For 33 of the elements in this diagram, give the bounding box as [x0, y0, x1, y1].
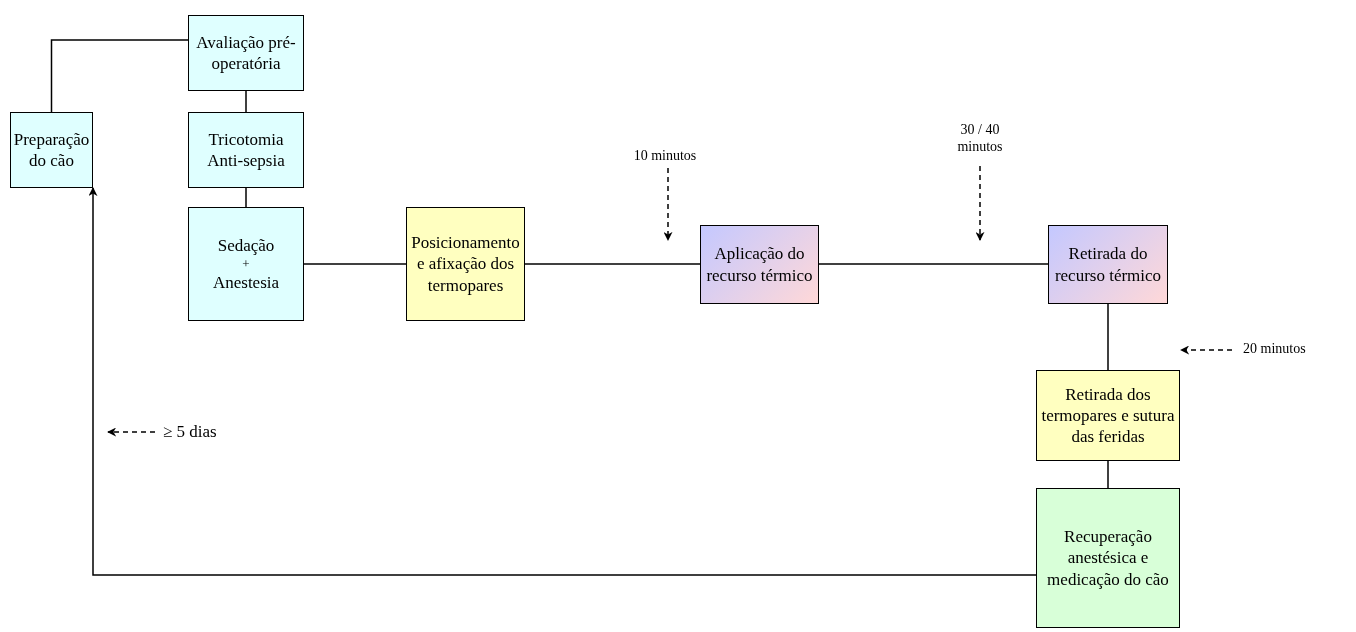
connector-line: [245, 90, 247, 113]
process-box: [10, 112, 93, 188]
connector-line: [245, 187, 247, 208]
arrow: [88, 187, 1037, 576]
connector-line: [1107, 460, 1109, 489]
connector-line: [303, 263, 407, 265]
process-box: [406, 207, 525, 321]
node-label: Sedação: [217, 234, 275, 256]
connector-line: [1107, 303, 1109, 371]
node-label: Tricotomia Anti-sepsia: [206, 128, 286, 172]
connector-line: [818, 263, 1049, 265]
process-box: [188, 207, 304, 321]
time-label: ≥ 5 dias: [163, 422, 218, 443]
node-label: Preparação do cão: [13, 128, 90, 172]
node-label: Retirada dos termopares e sutura das feridas: [1041, 383, 1175, 448]
process-box: [1036, 488, 1180, 628]
node-label: Aplicação do recurso térmico: [705, 243, 814, 286]
node-label: Recuperação anestésica e medicação do cão: [1046, 526, 1170, 590]
node-label: Posicionamento e afixação dos termopares: [411, 232, 520, 296]
node-label: Retirada do recurso térmico: [1053, 243, 1163, 286]
node-label: Anestesia: [212, 272, 280, 294]
time-label: 30 / 40 minutos: [956, 122, 1004, 156]
node-label: +: [242, 255, 250, 273]
time-label: 20 minutos: [1243, 341, 1307, 358]
connector-line: [50, 39, 189, 113]
time-label: 10 minutos: [632, 148, 698, 165]
node-label: Avaliação pré-operatória: [195, 31, 297, 75]
process-box: [188, 15, 304, 91]
process-box: [1048, 225, 1168, 304]
process-box: [188, 112, 304, 188]
process-box: [1036, 370, 1180, 461]
connector-line: [524, 263, 701, 265]
process-box: [700, 225, 819, 304]
